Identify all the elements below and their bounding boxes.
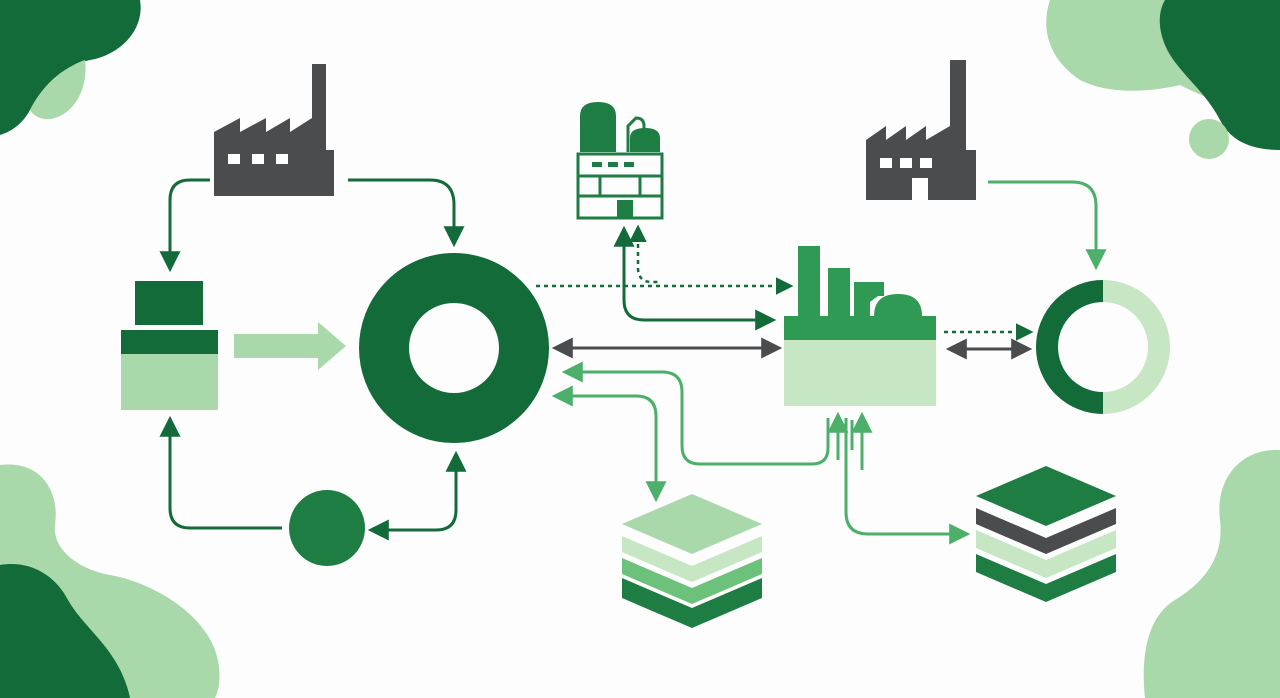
layer-stack-icon xyxy=(622,494,762,628)
ring-hub-icon xyxy=(359,253,549,443)
layer-stack-icon xyxy=(976,466,1116,602)
arrow-factory-to-gauge xyxy=(988,180,1107,271)
arrow-topplant-plant-solid xyxy=(613,225,777,331)
arrow-factory-to-storage xyxy=(159,178,210,273)
arrow-node-to-storage xyxy=(159,415,282,530)
ring-gauge-icon xyxy=(1036,280,1170,414)
processing-plant-icon xyxy=(784,246,936,406)
storage-unit-icon xyxy=(121,281,218,410)
circle-node-icon xyxy=(289,490,365,566)
decorative-blob-bottom-right xyxy=(1143,449,1280,698)
decorative-blob-bottom-left xyxy=(0,464,220,698)
arrow-topplant-plant-dashed xyxy=(629,224,660,284)
arrow-factory-to-hub xyxy=(348,178,465,248)
arrow-hub-node xyxy=(367,450,467,541)
factory-icon xyxy=(866,60,976,200)
factory-icon xyxy=(214,64,334,196)
decorative-blob-top-left xyxy=(0,0,141,135)
arrow-plant-to-stack xyxy=(844,418,971,545)
connectors xyxy=(159,178,1107,545)
decorative-blob-top-right xyxy=(1046,0,1280,159)
processing-plant-icon xyxy=(576,102,664,220)
arrow-hub-to-stack xyxy=(551,385,667,503)
block-arrow-icon xyxy=(234,322,346,370)
arrow-plant-to-hub-upper xyxy=(561,361,830,466)
